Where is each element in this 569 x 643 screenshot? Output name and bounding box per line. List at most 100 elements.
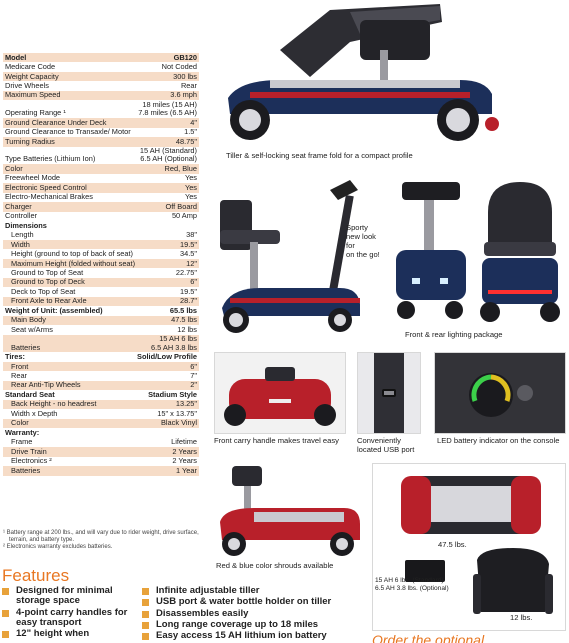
- feature-text: 12" height when: [16, 628, 90, 639]
- caption-battery-optional: 6.5 AH 3.8 lbs. (Optional): [375, 584, 449, 592]
- feature-text: 4-point carry handles for easy transport: [16, 606, 128, 628]
- spec-value: 1 Year: [176, 465, 197, 475]
- spec-row: Turning Radius 48.75": [3, 136, 199, 147]
- spec-value: Yes: [184, 173, 197, 183]
- spec-value: 2 Years: [172, 456, 197, 466]
- caption-sporty-4: on the go!: [346, 249, 380, 259]
- spec-value: 47.5 lbs: [171, 315, 197, 325]
- spec-label: Deck to Top of Seat: [11, 286, 76, 296]
- spec-row: Dimensions: [3, 221, 199, 230]
- spec-value-line: 6.5 AH 3.8 lbs: [150, 342, 197, 352]
- spec-value: 28.7": [179, 296, 197, 306]
- spec-value: 6": [190, 277, 197, 287]
- feature-item: Long range coverage up to 18 miles: [142, 619, 372, 630]
- spec-row: Type Batteries (Lithium Ion)15 AH (Stand…: [3, 146, 199, 165]
- spec-value: 65.5 lbs: [169, 305, 197, 315]
- spec-label: Turning Radius: [5, 136, 55, 146]
- caption-fold: Tiller & self-locking seat frame fold fo…: [226, 151, 413, 160]
- spec-label: Front Axle to Rear Axle: [11, 296, 87, 306]
- spec-label: Rear: [11, 370, 28, 380]
- spec-value: 34.5": [179, 249, 197, 259]
- spec-label: Warranty:: [5, 427, 40, 437]
- spec-label: Rear Anti-Tip Wheels: [11, 380, 81, 390]
- spec-value: 38": [186, 230, 197, 240]
- spec-value: 18 miles (15 AH)7.8 miles (6.5 AH): [138, 100, 197, 118]
- caption-sporty-2: new look: [346, 231, 376, 241]
- caption-body-weight: 47.5 lbs.: [438, 540, 467, 549]
- spec-value: 22.75": [175, 268, 197, 277]
- spec-label: Width: [11, 239, 30, 249]
- spec-value: Stadium Style: [148, 389, 197, 399]
- caption-shrouds: Red & blue color shrouds available: [216, 561, 334, 570]
- spec-label: Maximum Height (folded without seat): [11, 258, 136, 268]
- spec-row: Tires: Solid/Low Profile: [3, 352, 199, 361]
- spec-value: Red, Blue: [164, 163, 197, 173]
- spec-row: Electro-Mechanical Brakes Yes: [3, 192, 199, 202]
- feature-text: Infinite adjustable tiller: [156, 585, 260, 596]
- spec-value: 19.5": [179, 239, 197, 249]
- spec-value: GB120: [173, 52, 197, 62]
- spec-value: Black Vinyl: [160, 418, 197, 428]
- feature-item: Easy access 15 AH lithium ion battery: [142, 630, 372, 641]
- photo-carry-handle: [214, 352, 346, 434]
- spec-value: 48.75": [175, 136, 197, 146]
- photo-usb-port: [357, 352, 421, 434]
- spec-label: Back Height - no headrest: [11, 399, 97, 409]
- spec-value: 4": [190, 117, 197, 127]
- spec-label: Batteries: [11, 342, 41, 352]
- spec-label: Ground to Top of Seat: [11, 268, 84, 277]
- spec-label: Frame: [11, 437, 33, 447]
- photo-lighting: [388, 172, 564, 328]
- spec-label: Ground to Top of Deck: [11, 277, 85, 287]
- spec-label: Main Body: [11, 315, 46, 325]
- spec-row: Electronics ² 2 Years: [3, 456, 199, 466]
- spec-value: 15" x 13.75": [157, 408, 197, 418]
- spec-label: Electronic Speed Control: [5, 182, 87, 192]
- caption-usb: Conveniently located USB port: [357, 436, 415, 454]
- spec-value: Yes: [184, 182, 197, 192]
- spec-label: Tires:: [5, 352, 25, 362]
- caption-sporty-1: Sporty: [346, 223, 368, 232]
- spec-row: Maximum Height (folded without seat)12": [3, 258, 199, 269]
- spec-value: 300 lbs: [173, 71, 197, 81]
- spec-value: Not Coded: [161, 62, 197, 72]
- spec-label: Charger: [5, 201, 32, 211]
- photo-folded-scooter: [210, 2, 566, 150]
- spec-row: Electronic Speed Control Yes: [3, 182, 199, 193]
- spec-label: Weight Capacity: [5, 71, 59, 81]
- spec-label: Electronics ²: [11, 456, 52, 466]
- spec-row: Width 19.5": [3, 239, 199, 250]
- photo-disassembled: [372, 463, 566, 631]
- square-bullet-icon: [2, 609, 9, 617]
- feature-text: USB port & water bottle holder on tiller: [156, 596, 332, 608]
- spec-row: Ground to Top of Deck 6": [3, 277, 199, 288]
- spec-label: Length: [11, 230, 34, 240]
- spec-label: Freewheel Mode: [5, 173, 61, 183]
- spec-value: 19.5": [179, 286, 197, 296]
- caption-sporty: Sporty new look for on the go!: [346, 223, 390, 260]
- spec-value: Yes: [184, 192, 197, 202]
- spec-row: Weight Capacity 300 lbs: [3, 71, 199, 82]
- photo-shrouds: [214, 460, 364, 560]
- spec-row: Front Axle to Rear Axle 28.7": [3, 296, 199, 307]
- caption-lighting: Front & rear lighting package: [405, 330, 503, 339]
- spec-label: Electro-Mechanical Brakes: [5, 192, 93, 202]
- spec-row: Freewheel Mode Yes: [3, 174, 199, 183]
- spec-value: Rear: [180, 81, 197, 90]
- spec-row: Height (ground to top of back of seat)34…: [3, 249, 199, 258]
- spec-value: Solid/Low Profile: [137, 352, 197, 362]
- spec-label: Drive Wheels: [5, 81, 49, 90]
- caption-seat-weight: 12 lbs.: [510, 613, 533, 622]
- feature-text: Disassembles easily: [156, 607, 249, 619]
